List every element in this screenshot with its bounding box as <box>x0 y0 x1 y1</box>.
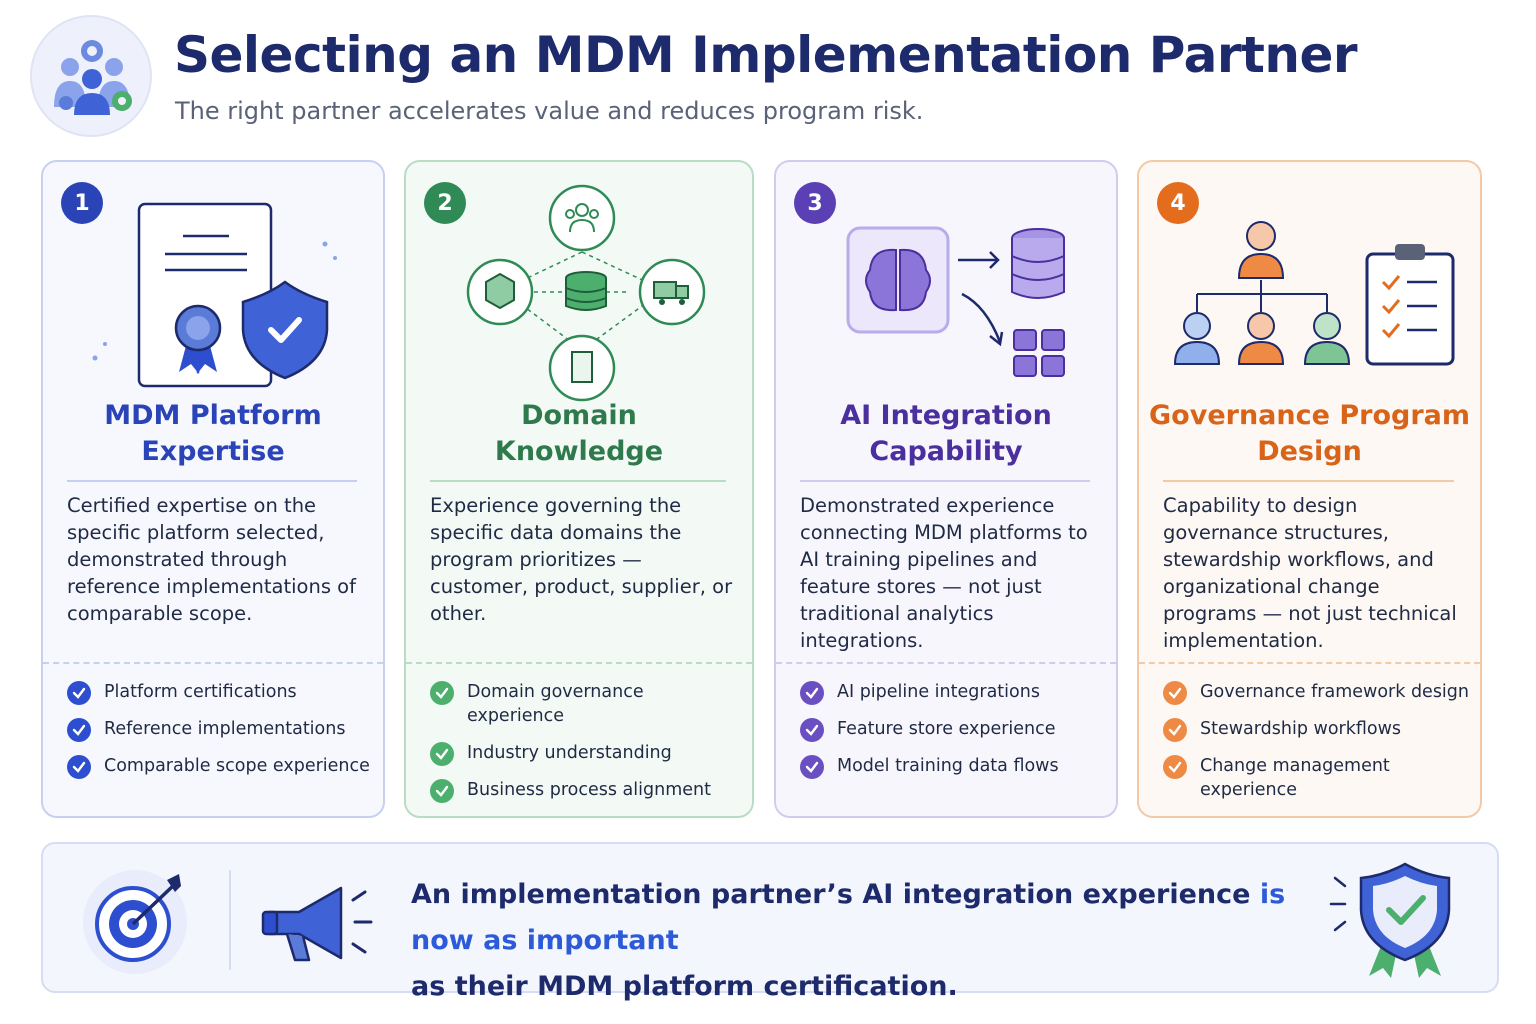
divider <box>43 662 383 664</box>
card-title: AI Integration Capability <box>786 398 1106 470</box>
check-circle-icon <box>430 742 454 766</box>
step-number-badge: 4 <box>1157 182 1199 224</box>
list-item: Industry understanding <box>430 741 742 766</box>
list-item-label: AI pipeline integrations <box>837 682 1040 702</box>
check-circle-icon <box>800 718 824 742</box>
card-platform-expertise: 1 MDM Platform Expertise Certified exper… <box>41 160 385 818</box>
list-item: Feature store experience <box>800 717 1106 742</box>
list-item-label: Feature store experience <box>837 719 1056 739</box>
data-domains-network-icon <box>406 182 752 402</box>
list-item: Domain governance experience <box>430 680 742 728</box>
divider <box>800 480 1090 482</box>
card-title-line: Knowledge <box>494 436 664 467</box>
callout-text-part: as their MDM platform certification. <box>411 971 958 1002</box>
check-circle-icon <box>67 681 91 705</box>
step-number-badge: 1 <box>61 182 103 224</box>
list-item: Comparable scope experience <box>67 754 373 779</box>
list-item: Business process alignment <box>430 778 742 803</box>
list-item: Stewardship workflows <box>1163 717 1470 742</box>
check-circle-icon <box>430 681 454 705</box>
list-item-label: Industry understanding <box>467 743 672 763</box>
list-item-label: Governance framework design <box>1200 682 1469 702</box>
card-description: Demonstrated experience connecting MDM p… <box>800 494 1088 652</box>
ai-brain-database-icon <box>776 182 1116 402</box>
card-title-line: Capability <box>869 436 1023 467</box>
checklist: AI pipeline integrations Feature store e… <box>800 680 1106 791</box>
check-circle-icon <box>800 755 824 779</box>
list-item-label: Reference implementations <box>104 719 346 739</box>
step-number-badge: 2 <box>424 182 466 224</box>
callout-highlight: is now as important <box>411 879 1286 956</box>
list-item-label: Change management experience <box>1200 756 1390 800</box>
shield-badge-icon <box>1329 862 1451 978</box>
checklist: Platform certifications Reference implem… <box>67 680 373 791</box>
card-title-line: Governance Program <box>1149 400 1470 431</box>
divider <box>776 662 1116 664</box>
checklist: Governance framework design Stewardship … <box>1163 680 1470 815</box>
divider <box>1163 480 1454 482</box>
list-item: Change management experience <box>1163 754 1470 802</box>
list-item: AI pipeline integrations <box>800 680 1106 705</box>
callout-text-part: An implementation partner’s AI integrati… <box>411 879 1260 910</box>
checklist: Domain governance experience Industry un… <box>430 680 742 815</box>
list-item-label: Platform certifications <box>104 682 297 702</box>
list-item-label: Stewardship workflows <box>1200 719 1402 739</box>
card-description: Capability to design governance structur… <box>1163 494 1457 652</box>
callout-text: An implementation partner’s AI integrati… <box>411 872 1341 1010</box>
list-item-label: Model training data flows <box>837 756 1059 776</box>
list-item: Platform certifications <box>67 680 373 705</box>
card-title-line: AI Integration <box>840 400 1052 431</box>
divider <box>1139 662 1480 664</box>
certificate-shield-icon <box>43 182 383 402</box>
check-circle-icon <box>1163 718 1187 742</box>
team-gears-icon <box>30 15 152 137</box>
list-item: Model training data flows <box>800 754 1106 779</box>
list-item: Governance framework design <box>1163 680 1470 705</box>
card-title: Domain Knowledge <box>416 398 742 470</box>
check-circle-icon <box>430 779 454 803</box>
org-chart-checklist-icon <box>1139 182 1480 402</box>
page-title: Selecting an MDM Implementation Partner <box>174 26 1358 84</box>
card-title: Governance Program Design <box>1149 398 1470 470</box>
check-circle-icon <box>67 755 91 779</box>
check-circle-icon <box>67 718 91 742</box>
step-number-badge: 3 <box>794 182 836 224</box>
check-circle-icon <box>1163 755 1187 779</box>
target-icon <box>83 870 187 974</box>
megaphone-icon <box>261 886 373 962</box>
card-title-line: Design <box>1257 436 1362 467</box>
card-description: Experience governing the specific data d… <box>430 494 733 625</box>
list-item-label: Comparable scope experience <box>104 756 370 776</box>
card-title-line: MDM Platform <box>104 400 322 431</box>
divider <box>229 870 231 970</box>
check-circle-icon <box>800 681 824 705</box>
card-domain-knowledge: 2 Doma <box>404 160 754 818</box>
list-item-label: Business process alignment <box>467 780 711 800</box>
card-governance-design: 4 Governance Program Desig <box>1137 160 1482 818</box>
divider <box>406 662 752 664</box>
card-title: MDM Platform Expertise <box>53 398 373 470</box>
check-circle-icon <box>1163 681 1187 705</box>
callout-banner: An implementation partner’s AI integrati… <box>41 842 1499 1002</box>
header: Selecting an MDM Implementation Partner … <box>0 0 1536 150</box>
list-item: Reference implementations <box>67 717 373 742</box>
list-item-label: Domain governance experience <box>467 682 644 726</box>
divider <box>67 480 357 482</box>
card-title-line: Domain <box>521 400 637 431</box>
page-subtitle: The right partner accelerates value and … <box>175 97 924 125</box>
card-ai-integration: 3 AI Integration Capability Demonstrated… <box>774 160 1118 818</box>
card-title-line: Expertise <box>141 436 285 467</box>
divider <box>430 480 726 482</box>
card-description: Certified expertise on the specific plat… <box>67 494 356 625</box>
